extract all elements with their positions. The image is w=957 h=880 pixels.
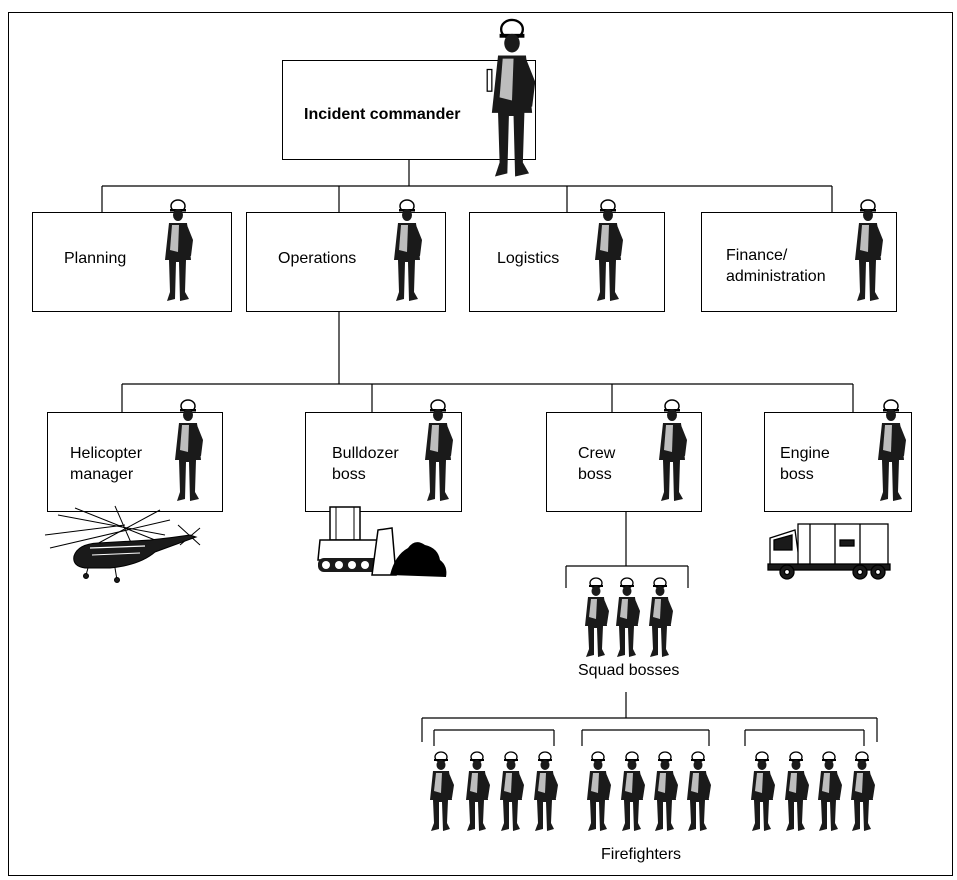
incident-commander-title: Incident commander [304, 106, 461, 123]
diagram-frame [8, 12, 953, 876]
operations-figure [393, 199, 423, 302]
crew-boss-label-line2: boss [578, 466, 612, 483]
planning-box [32, 212, 232, 312]
squad-bosses-label: Squad bosses [578, 662, 680, 679]
helicopter-manager-label-line2: manager [70, 466, 134, 483]
engine-boss-label-line2: boss [780, 466, 814, 483]
finance-label-line2: administration [726, 268, 826, 285]
bulldozer-boss-figure [424, 399, 454, 502]
planning-figure [164, 199, 194, 302]
connector-lines [101, 160, 878, 746]
helicopter-manager-label-line1: Helicopter [70, 445, 143, 462]
logistics-box [469, 212, 665, 312]
bulldozer-boss-label-line1: Bulldozer [332, 445, 399, 462]
bulldozer-boss-label-line2: boss [332, 466, 366, 483]
engine-boss-figure [877, 399, 907, 502]
fire-engine-icon [767, 523, 891, 580]
incident-commander-figure [486, 18, 537, 178]
logistics-label: Logistics [497, 250, 560, 267]
helicopter-manager-figure [174, 399, 204, 502]
operations-label: Operations [278, 250, 357, 267]
bulldozer-icon [317, 506, 447, 577]
logistics-figure [594, 199, 624, 302]
finance-figure [854, 199, 884, 302]
squad-boss-figures [584, 577, 674, 658]
planning-label: Planning [64, 250, 127, 267]
helicopter-icon [44, 505, 201, 583]
firefighters-label: Firefighters [601, 846, 682, 863]
crew-boss-figure [658, 399, 688, 502]
finance-label-line1: Finance/ [726, 247, 788, 264]
firefighter-figures [429, 751, 876, 832]
engine-boss-label-line1: Engine [780, 445, 830, 462]
crew-boss-label-line1: Crew [578, 445, 616, 462]
